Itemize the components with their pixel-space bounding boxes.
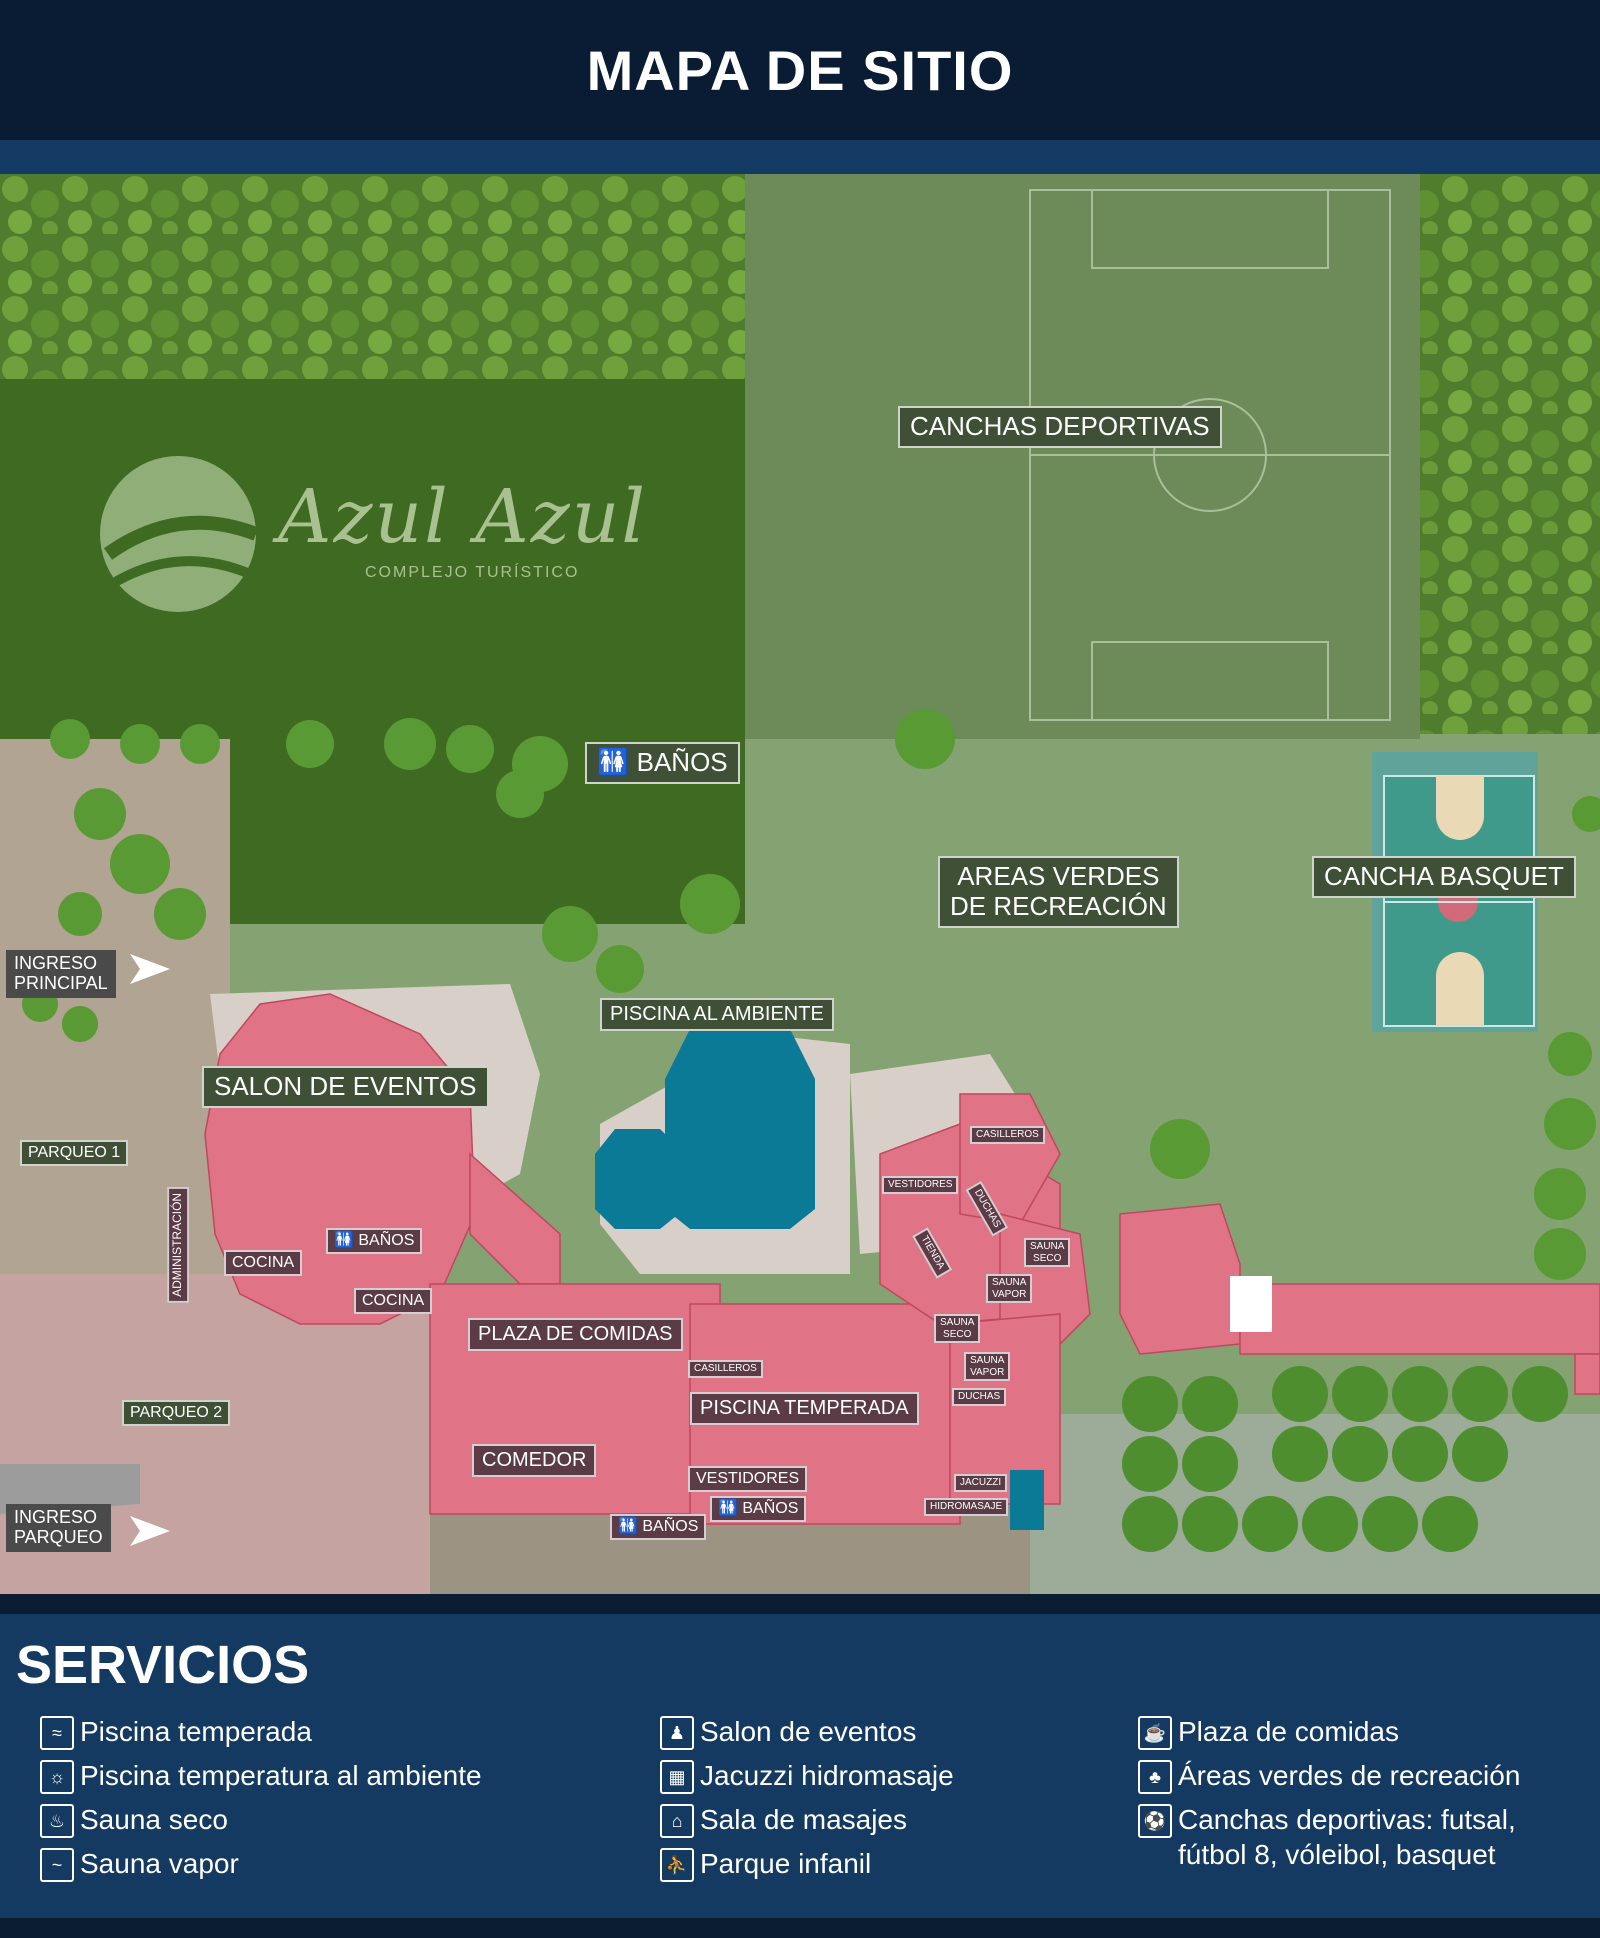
arrow-parqueo: [130, 1516, 170, 1546]
soccer-field: [745, 174, 1420, 739]
service-item: ☼Piscina temperatura al ambiente: [40, 1758, 482, 1802]
label-salon-eventos: SALON DE EVENTOS: [202, 1066, 489, 1108]
playground-icon: ⛹: [660, 1848, 694, 1882]
logo-subtitle: COMPLEJO TURÍSTICO: [365, 564, 580, 581]
service-item: ♣Áreas verdes de recreación: [1138, 1758, 1588, 1802]
label-banos-salon: 🚻 BAÑOS: [326, 1228, 423, 1255]
header-band: [0, 140, 1600, 174]
label-vestidores-2: VESTIDORES: [688, 1466, 808, 1493]
label-comedor: COMEDOR: [472, 1444, 597, 1477]
jacuzzi-icon: ▦: [660, 1760, 694, 1794]
label-duchas-2: DUCHAS: [952, 1388, 1007, 1406]
label-casilleros-1: CASILLEROS: [688, 1360, 763, 1378]
label-cocina-2: COCINA: [354, 1288, 433, 1315]
label-vestidores-1: VESTIDORES: [882, 1176, 959, 1194]
label-parqueo-2: PARQUEO 2: [122, 1400, 231, 1427]
label-plaza-comidas: PLAZA DE COMIDAS: [468, 1318, 683, 1351]
service-item: ⚽Canchas deportivas: futsal, fútbol 8, v…: [1138, 1802, 1588, 1890]
service-item: ⌂Sala de masajes: [660, 1802, 954, 1846]
label-hidromasaje: HIDROMASAJE: [924, 1498, 1009, 1516]
park-icon: ♣: [1138, 1760, 1172, 1794]
label-banos-comedor: 🚻 BAÑOS: [610, 1514, 707, 1541]
label-piscina-ambiente: PISCINA AL AMBIENTE: [600, 998, 834, 1031]
forest-right: [1420, 174, 1600, 734]
site-map: Azul Azul COMPLEJO TURÍSTICO CANCHAS DEP…: [0, 174, 1600, 1594]
sauna-icon: ♨: [40, 1804, 74, 1838]
services-panel: SERVICIOS ≈Piscina temperada ☼Piscina te…: [0, 1594, 1600, 1938]
services-title: SERVICIOS: [16, 1635, 310, 1695]
label-canchas-deportivas: CANCHAS DEPORTIVAS: [898, 406, 1222, 448]
tree-cluster: [1122, 1366, 1568, 1552]
label-piscina-temperada: PISCINA TEMPERADA: [690, 1392, 919, 1425]
trees: [22, 709, 1600, 1280]
label-banos-piscina: 🚻 BAÑOS: [710, 1496, 807, 1523]
soccer-icon: ⚽: [1138, 1804, 1172, 1838]
logo-mark: [100, 456, 256, 612]
label-jacuzzi: JACUZZI: [954, 1474, 1008, 1492]
bottom-bar: [0, 1918, 1600, 1938]
label-cancha-basquet: CANCHA BASQUET: [1312, 856, 1576, 898]
label-administracion: ADMINISTRACIÓN: [167, 1186, 189, 1303]
service-item: ♟Salon de eventos: [660, 1714, 954, 1758]
arrow-principal: [130, 954, 170, 984]
pool-ambient: [665, 1029, 815, 1229]
services-col-3: ☕Plaza de comidas ♣Áreas verdes de recre…: [1138, 1714, 1588, 1890]
label-cocina-1: COCINA: [224, 1250, 303, 1277]
forest-top-left: [0, 174, 745, 379]
services-col-2: ♟Salon de eventos ▦Jacuzzi hidromasaje ⌂…: [660, 1714, 954, 1890]
service-item: ≈Piscina temperada: [40, 1714, 482, 1758]
event-icon: ♟: [660, 1716, 694, 1750]
service-item: ~Sauna vapor: [40, 1846, 482, 1890]
service-item: ⛹Parque infanil: [660, 1846, 954, 1890]
service-item: ▦Jacuzzi hidromasaje: [660, 1758, 954, 1802]
logo-text: Azul Azul: [278, 474, 648, 560]
pool-icon: ≈: [40, 1716, 74, 1750]
sun-pool-icon: ☼: [40, 1760, 74, 1794]
services-col-1: ≈Piscina temperada ☼Piscina temperatura …: [40, 1714, 482, 1890]
header: MAPA DE SITIO: [0, 0, 1600, 140]
page-title: MAPA DE SITIO: [586, 39, 1014, 102]
steam-icon: ~: [40, 1848, 74, 1882]
massage-icon: ⌂: [660, 1804, 694, 1838]
food-icon: ☕: [1138, 1716, 1172, 1750]
label-parqueo-1: PARQUEO 1: [20, 1140, 129, 1167]
service-item: ☕Plaza de comidas: [1138, 1714, 1588, 1758]
label-banos-top: 🚻 BAÑOS: [585, 742, 740, 784]
service-item: ♨Sauna seco: [40, 1802, 482, 1846]
label-casilleros-2: CASILLEROS: [970, 1126, 1045, 1144]
